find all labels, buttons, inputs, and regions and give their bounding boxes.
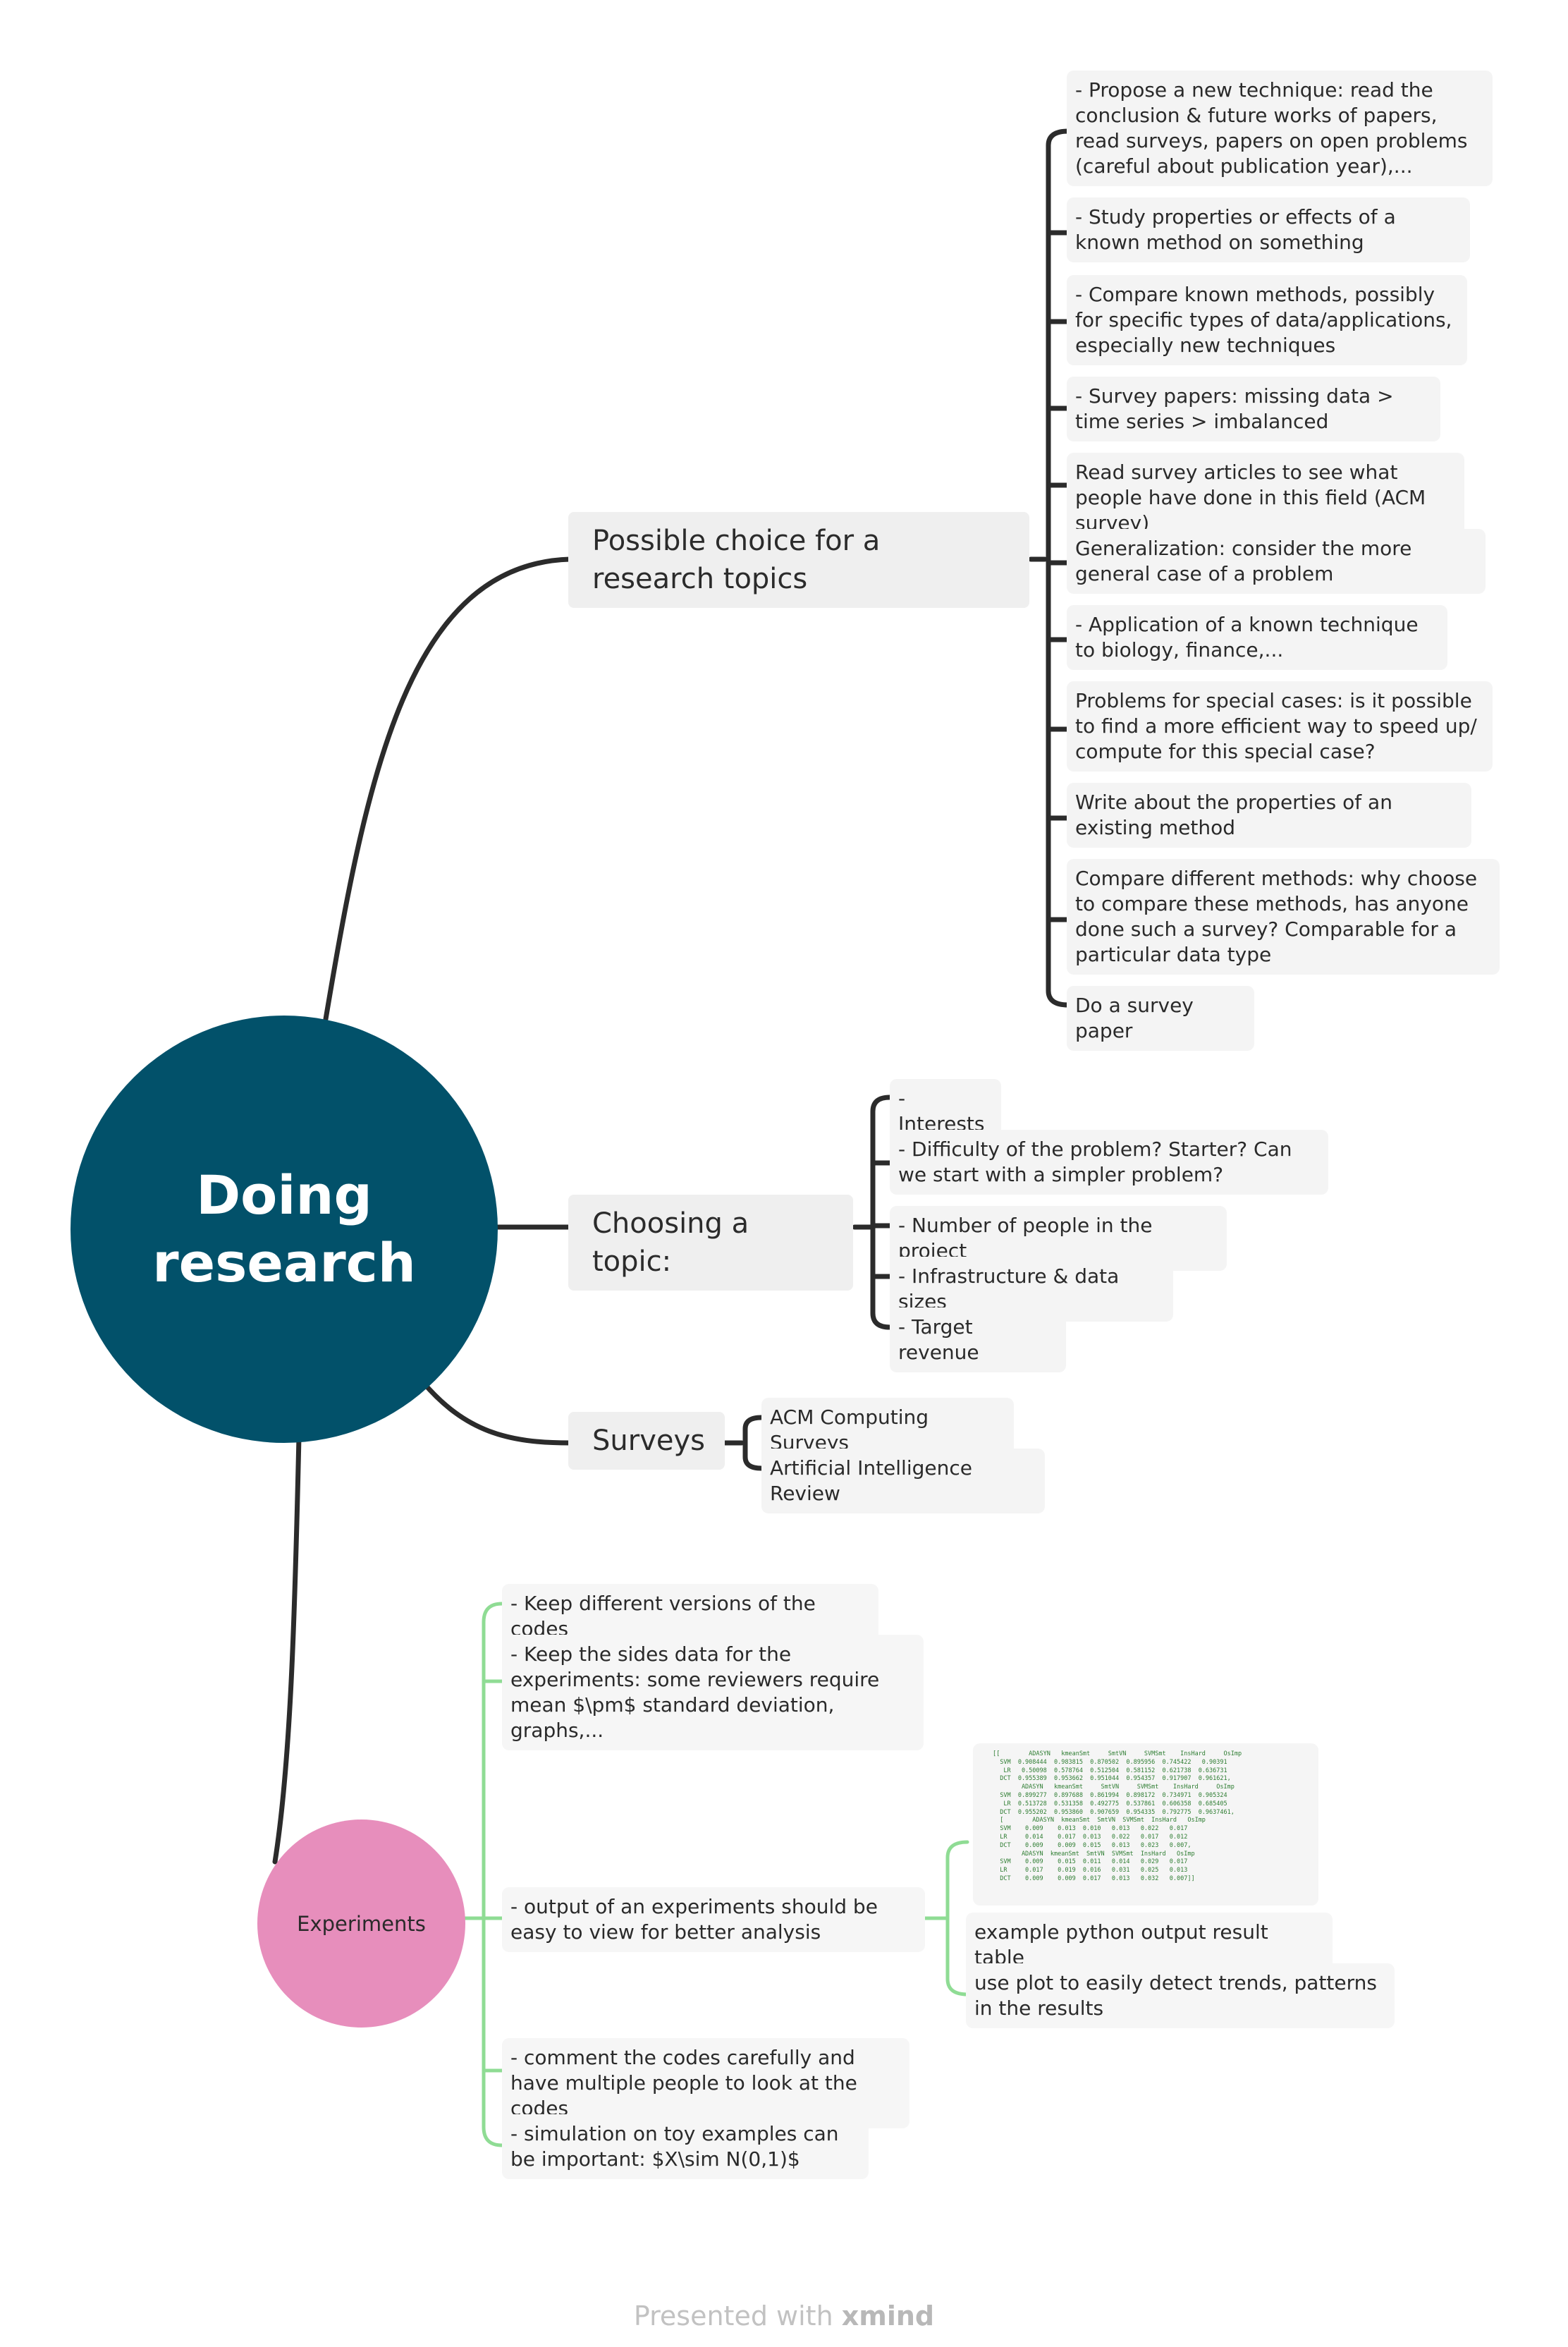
connector-central-research-topics bbox=[323, 556, 572, 1022]
research-topic-item[interactable]: - Propose a new technique: read the conc… bbox=[1067, 71, 1493, 186]
experiments-item[interactable]: - comment the codes carefully and have m… bbox=[502, 2038, 909, 2128]
survey-item[interactable]: Artificial Intelligence Review bbox=[761, 1449, 1045, 1513]
research-topic-item[interactable]: - Study properties or effects of a known… bbox=[1067, 197, 1470, 262]
topic-research-topics[interactable]: Possible choice for a research topics bbox=[568, 512, 1029, 608]
central-topic-line1: Doing bbox=[196, 1164, 372, 1226]
python-output-table-image: [[ ADASYN kmeanSmt SmtVN SVMSmt InsHard … bbox=[973, 1743, 1318, 1906]
research-topic-item[interactable]: - Survey papers: missing data > time ser… bbox=[1067, 377, 1440, 441]
topic-choosing-topic[interactable]: Choosing a topic: bbox=[568, 1195, 853, 1291]
research-topic-item[interactable]: Generalization: consider the more genera… bbox=[1067, 529, 1486, 594]
experiments-label: Experiments bbox=[297, 1911, 426, 1936]
research-topic-item[interactable]: Problems for special cases: is it possib… bbox=[1067, 681, 1493, 772]
research-topic-item[interactable]: Read survey articles to see what people … bbox=[1067, 453, 1464, 543]
choosing-topic-item[interactable]: - Target revenue bbox=[890, 1307, 1066, 1372]
experiments-item[interactable]: - simulation on toy examples can be impo… bbox=[502, 2114, 869, 2179]
research-topic-item[interactable]: - Application of a known technique to bi… bbox=[1067, 605, 1447, 670]
output-item[interactable]: use plot to easily detect trends, patter… bbox=[966, 1963, 1395, 2028]
topic-experiments[interactable]: Experiments bbox=[257, 1819, 465, 2028]
bracket-choosing-topic bbox=[852, 1095, 893, 1330]
bracket-research-topics bbox=[1028, 128, 1071, 1008]
central-topic[interactable]: Doing research bbox=[71, 1016, 498, 1443]
connector-central-surveys bbox=[420, 1379, 572, 1446]
research-topic-item[interactable]: Do a survey paper bbox=[1067, 986, 1254, 1051]
footer-presented-with: Presented with xmind bbox=[0, 2300, 1568, 2331]
research-topic-item[interactable]: - Compare known methods, possibly for sp… bbox=[1067, 275, 1467, 365]
choosing-topic-item[interactable]: - Difficulty of the problem? Starter? Ca… bbox=[890, 1130, 1328, 1195]
research-topic-item[interactable]: Write about the properties of an existin… bbox=[1067, 783, 1471, 848]
footer-prefix: Presented with bbox=[633, 2300, 842, 2331]
xmind-logo-text: xmind bbox=[841, 2300, 935, 2331]
research-topic-item[interactable]: Compare different methods: why choose to… bbox=[1067, 859, 1500, 975]
python-output-table-text: [[ ADASYN kmeanSmt SmtVN SVMSmt InsHard … bbox=[993, 1750, 1242, 1882]
central-topic-line2: research bbox=[152, 1231, 416, 1294]
bracket-experiments bbox=[463, 1602, 504, 2147]
connector-central-experiments bbox=[272, 1434, 302, 1865]
bracket-surveys bbox=[722, 1415, 764, 1471]
experiments-item[interactable]: - Keep the sides data for the experiment… bbox=[502, 1635, 924, 1750]
topic-surveys[interactable]: Surveys bbox=[568, 1412, 725, 1470]
bracket-output bbox=[923, 1840, 969, 1997]
experiments-item[interactable]: - output of an experiments should be eas… bbox=[502, 1887, 925, 1952]
